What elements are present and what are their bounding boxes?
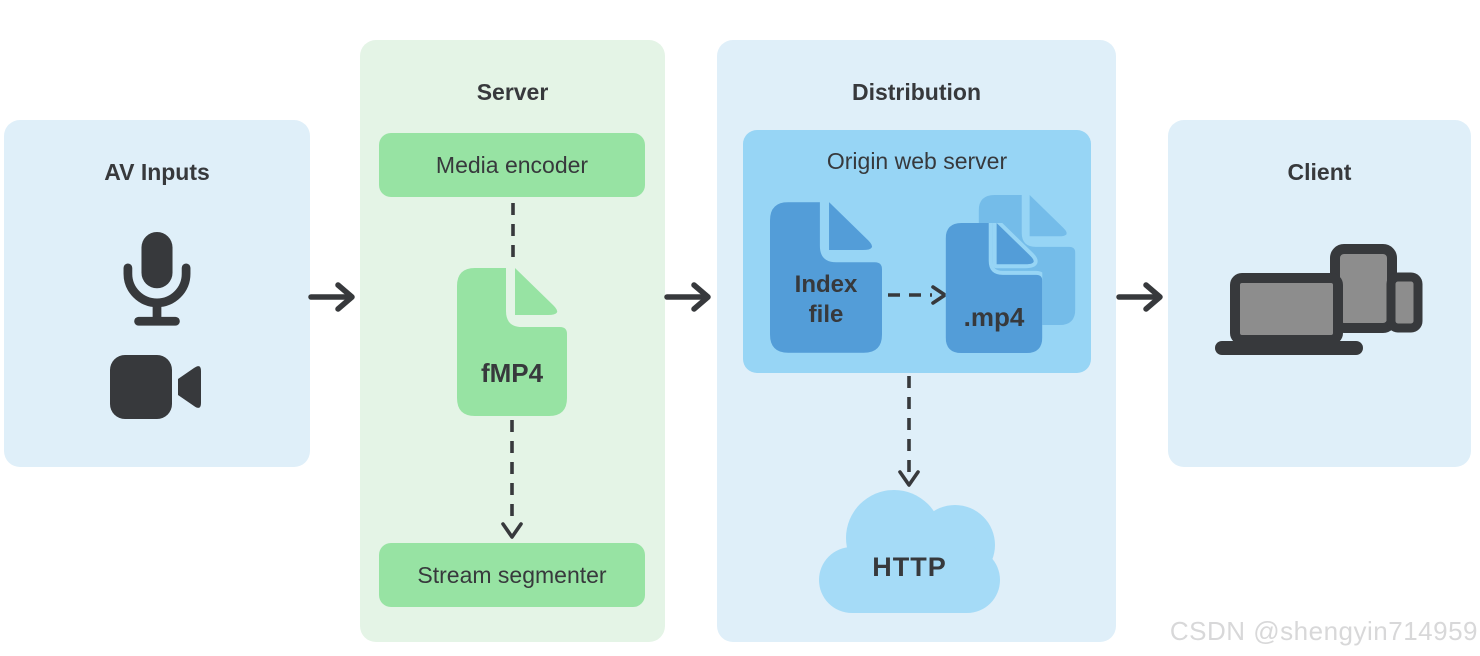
panel-server: Server Media encoder fMP4 Stream segment… (360, 40, 665, 642)
client-title: Client (1287, 159, 1352, 185)
server-title: Server (476, 79, 549, 105)
stream-segmenter-box: Stream segmenter (379, 543, 645, 607)
laptop-base-icon (1215, 341, 1363, 355)
mp4-file-front-icon (945, 223, 1043, 353)
dashed-arrow-index-to-mp4 (888, 285, 947, 305)
fmp4-label: fMP4 (480, 358, 544, 388)
tablet-icon (1330, 244, 1397, 333)
panel-av-inputs: AV Inputs (4, 120, 310, 467)
origin-web-server-label: Origin web server (826, 148, 1008, 174)
media-encoder-box: Media encoder (379, 133, 645, 197)
flow-arrow-server-to-distribution (664, 282, 711, 312)
http-cloud-icon (819, 490, 1000, 613)
dashed-arrow-fmp4-to-segmenter (501, 420, 523, 539)
dashed-arrow-origin-to-http (898, 376, 920, 487)
fmp4-file-icon (457, 268, 567, 416)
panel-distribution: Distribution Origin web server Index fil… (717, 40, 1116, 642)
flow-arrow-av-to-server (308, 282, 355, 312)
mp4-file-label: .mp4 (963, 302, 1025, 332)
flow-arrow-distribution-to-client (1116, 282, 1163, 312)
index-file-label: Index file (794, 271, 858, 328)
av-inputs-title: AV Inputs (104, 159, 210, 185)
media-encoder-label: Media encoder (435, 151, 589, 178)
laptop-screen-icon (1230, 273, 1343, 345)
stream-segmenter-label: Stream segmenter (417, 561, 607, 588)
video-camera-icon (110, 355, 201, 419)
http-label: HTTP (872, 552, 947, 582)
microphone-icon (123, 232, 191, 326)
panel-client: Client (1168, 120, 1471, 467)
csdn-watermark: CSDN @shengyin714959 (1169, 616, 1478, 646)
devices-icon (1215, 244, 1423, 355)
phone-icon (1386, 272, 1423, 333)
dashed-line-encoder-to-fmp4 (511, 203, 515, 263)
distribution-title: Distribution (851, 79, 982, 105)
origin-web-server-box: Origin web server Index file .mp4 (743, 130, 1091, 373)
